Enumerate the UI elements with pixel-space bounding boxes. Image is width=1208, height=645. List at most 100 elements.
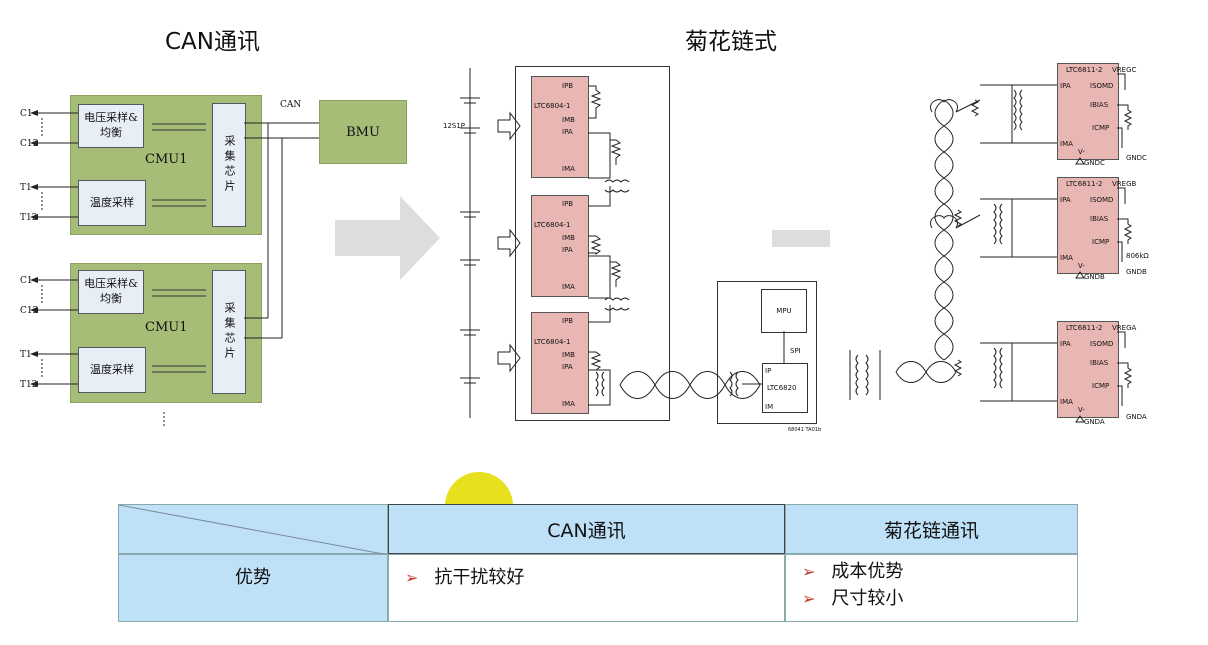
pin-t1-b: T1 <box>20 350 32 360</box>
ltc6820-block: LTC6820 <box>762 363 808 413</box>
ltc6811-wiring <box>849 73 1133 423</box>
ic-name-3: LTC6804-1 <box>534 338 571 346</box>
pin-ipb-3: IPB <box>562 317 574 325</box>
pin-imb-1: IMB <box>562 116 575 124</box>
can-title: CAN通讯 <box>165 29 260 55</box>
ic2-pin-ibias-c: IBIAS <box>1090 101 1109 109</box>
ltc6811-ic-c <box>1057 63 1119 160</box>
pin-t12-b: T12 <box>20 380 38 390</box>
ic2-pin-icmp-c: ICMP <box>1092 124 1110 132</box>
pin-ipb-1: IPB <box>562 82 574 90</box>
pin-c1-b: C1 <box>20 276 33 286</box>
pack-label: 12S1P <box>443 122 466 130</box>
can-advantage-item: ➢ 抗干扰较好 <box>405 563 784 589</box>
ic2-pin-ima-c: IMA <box>1060 140 1073 148</box>
ic2-pin-ima-b: IMA <box>1060 254 1073 262</box>
resistor-b-label: 806kΩ <box>1126 252 1149 260</box>
bullet-icon: ➢ <box>405 568 419 587</box>
gnd-c-label-1: GNDC <box>1084 159 1105 167</box>
ic2-pin-ipa-c: IPA <box>1060 82 1071 90</box>
gnd-a-label-2: GNDA <box>1126 413 1147 421</box>
pin-ima-3: IMA <box>562 400 575 408</box>
pin-ipb-2: IPB <box>562 200 574 208</box>
pin-c12-b: C12 <box>20 306 39 316</box>
table-cell-daisy: ➢ 成本优势 ➢ 尺寸较小 <box>785 554 1078 622</box>
bridge-ip-label: IP <box>765 367 772 375</box>
daisy-advantage-item-2: ➢ 尺寸较小 <box>802 585 1077 612</box>
ic2-name-b: LTC6811-2 <box>1066 180 1103 188</box>
bullet-icon: ➢ <box>802 562 816 581</box>
daisy-board-outline <box>515 66 670 421</box>
corner-diagonal <box>119 505 389 555</box>
table-cell-can: ➢ 抗干扰较好 <box>388 554 785 622</box>
ic2-pin-isomd-b: ISOMD <box>1090 196 1114 204</box>
table-header-daisy: 菊花链通讯 <box>785 504 1078 554</box>
ic2-pin-isomd-c: ISOMD <box>1090 82 1114 90</box>
pin-ima-2: IMA <box>562 283 575 291</box>
bmu-block: BMU <box>319 100 407 164</box>
ltc6804-ic-3 <box>531 312 589 414</box>
vreg-c-label: VREGC <box>1112 66 1137 74</box>
daisy-advantage-item-1: ➢ 成本优势 <box>802 558 1077 585</box>
pin-t12-a: T12 <box>20 213 38 223</box>
ic-name-1: LTC6804-1 <box>534 102 571 110</box>
ic2-pin-ipa-a: IPA <box>1060 340 1071 348</box>
acq-chip-label-1: 采集芯片 <box>223 135 236 195</box>
spi-label: SPI <box>790 347 801 355</box>
pin-imb-3: IMB <box>562 351 575 359</box>
ic2-pin-ibias-a: IBIAS <box>1090 359 1109 367</box>
cmu-label-1: CMU1 <box>145 152 188 167</box>
vreg-b-label: VREGB <box>1112 180 1137 188</box>
ltc6804-ic-2 <box>531 195 589 297</box>
gnd-b-label-2: GNDB <box>1126 268 1147 276</box>
voltage-sampling-block-1: 电压采样& 均衡 <box>78 104 144 148</box>
bullet-icon: ➢ <box>802 589 816 608</box>
flow-arrow-1 <box>335 196 440 280</box>
ltc6811-ic-a <box>1057 321 1119 418</box>
ic2-pin-icmp-a: ICMP <box>1092 382 1110 390</box>
ic2-pin-vminus-c: V- <box>1078 148 1085 156</box>
vreg-a-label: VREGA <box>1112 324 1137 332</box>
can-bus-label: CAN <box>280 100 302 110</box>
gnd-b-label-1: GNDB <box>1084 273 1105 281</box>
daisy-chain-title: 菊花链式 <box>685 29 777 55</box>
ic2-name-c: LTC6811-2 <box>1066 66 1103 74</box>
ic2-pin-vminus-b: V- <box>1078 262 1085 270</box>
ic2-name-a: LTC6811-2 <box>1066 324 1103 332</box>
pin-t1-a: T1 <box>20 183 32 193</box>
table-header-can: CAN通讯 <box>388 504 785 554</box>
host-board-outline <box>717 281 817 424</box>
comparison-table: CAN通讯 菊花链通讯 优势 ➢ 抗干扰较好 ➢ 成本优势 ➢ 尺寸较小 <box>118 504 1078 622</box>
can-advantage-text: 抗干扰较好 <box>434 567 525 588</box>
voltage-sampling-block-2: 电压采样& 均衡 <box>78 270 144 314</box>
gnd-a-label-1: GNDA <box>1084 418 1105 426</box>
daisy-advantage-text-1: 成本优势 <box>831 561 904 582</box>
pin-ipa-3: IPA <box>562 363 573 371</box>
ic2-pin-ima-a: IMA <box>1060 398 1073 406</box>
ic2-pin-isomd-a: ISOMD <box>1090 340 1114 348</box>
daisy-advantage-text-2: 尺寸较小 <box>831 588 904 609</box>
acq-chip-block-2: 采集芯片 <box>212 270 246 394</box>
figure-code: 68041 TA01b <box>788 427 822 433</box>
pin-c12-a: C12 <box>20 139 39 149</box>
pin-ipa-1: IPA <box>562 128 573 136</box>
flow-arrow-2 <box>772 230 830 247</box>
ic2-pin-ibias-b: IBIAS <box>1090 215 1109 223</box>
pin-imb-2: IMB <box>562 234 575 242</box>
ic-name-2: LTC6804-1 <box>534 221 571 229</box>
ltc6811-ic-b <box>1057 177 1119 274</box>
gnd-c-label-2: GNDC <box>1126 154 1147 162</box>
daisy-wiring <box>460 68 830 418</box>
table-corner-cell <box>118 504 389 555</box>
table-row-label: 优势 <box>118 554 388 622</box>
ic2-pin-icmp-b: ICMP <box>1092 238 1110 246</box>
ic2-pin-ipa-b: IPA <box>1060 196 1071 204</box>
acq-chip-block-1: 采集芯片 <box>212 103 246 227</box>
temp-sampling-block-2: 温度采样 <box>78 347 146 393</box>
can-wiring <box>30 110 440 428</box>
acq-chip-label-2: 采集芯片 <box>223 302 236 362</box>
cmu-label-2: CMU1 <box>145 320 188 335</box>
pin-c1-a: C1 <box>20 109 33 119</box>
ic2-pin-vminus-a: V- <box>1078 406 1085 414</box>
bridge-im-label: IM <box>765 403 774 411</box>
